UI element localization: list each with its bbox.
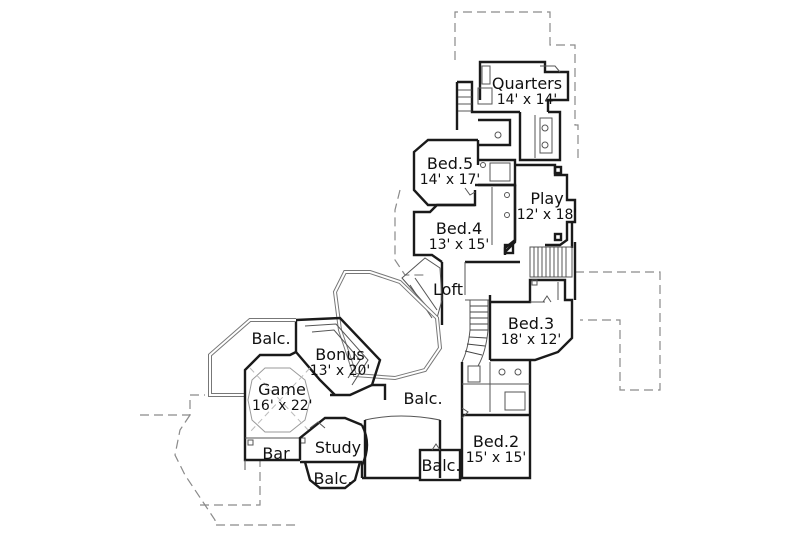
room-label-bed2: Bed.2 15' x 15' [464,432,528,466]
room-name: Quarters [491,74,563,93]
room-label-balcony-upper-left: Balc. [248,331,294,347]
room-name: Bed.4 [435,219,483,238]
room-name: Bed.3 [507,314,555,333]
room-dimensions: 15' x 15' [465,450,527,466]
room-name: Study [314,438,362,457]
loft-area [401,257,492,367]
room-label-quarters: Quarters 14' x 14' [482,74,572,108]
outer-walls [244,460,462,480]
room-dimensions: 18' x 12' [500,332,562,348]
room-name: Bar [262,444,290,463]
room-name: Balc. [313,469,353,488]
room-label-loft: Loft [428,282,468,298]
room-label-balcony-center: Balc. [398,391,448,407]
bed2-room [460,360,532,480]
room-name: Balc. [251,329,291,348]
room-label-bar: Bar [258,446,294,462]
room-dimensions: 13' x 20' [309,363,371,379]
room-name: Game [258,380,306,399]
study-room [298,416,369,466]
room-label-study: Study [310,440,366,456]
dashed-outlines [140,11,661,526]
room-name: Play [530,189,564,208]
balcony-study [303,461,362,490]
room-label-bed5: Bed.5 14' x 17' [415,154,485,188]
room-dimensions: 13' x 15' [428,237,490,253]
room-name: Bonus [315,345,365,364]
room-label-bonus: Bonus 13' x 20' [305,345,375,379]
room-dimensions: 14' x 17' [419,172,481,188]
room-label-balcony-study: Balc. [310,471,356,487]
room-dimensions: 12' x 18' [516,207,578,223]
room-name: Loft [432,280,464,299]
balcony-bed2 [418,443,462,482]
room-name: Balc. [421,456,461,475]
room-label-game: Game 16' x 22' [252,380,313,414]
main-stair [529,242,577,300]
game-room [243,350,336,462]
bed4-room [412,183,520,264]
bed3-room [490,278,574,362]
room-label-balcony-bed2: Balc. [418,458,464,474]
room-label-play: Play 12' x 18' [512,189,582,223]
room-dimensions: 14' x 14' [496,92,558,108]
room-dimensions: 16' x 22' [252,398,313,414]
room-name: Bed.5 [426,154,474,173]
balcony-upper-left [208,318,296,397]
center-opening [362,415,442,480]
room-name: Bed.2 [472,432,520,451]
room-label-bed3: Bed.3 18' x 12' [496,314,566,348]
quarters-wing [455,60,570,162]
bonus-room [294,316,387,400]
room-name: Balc. [403,389,443,408]
room-label-bed4: Bed.4 13' x 15' [428,219,490,253]
